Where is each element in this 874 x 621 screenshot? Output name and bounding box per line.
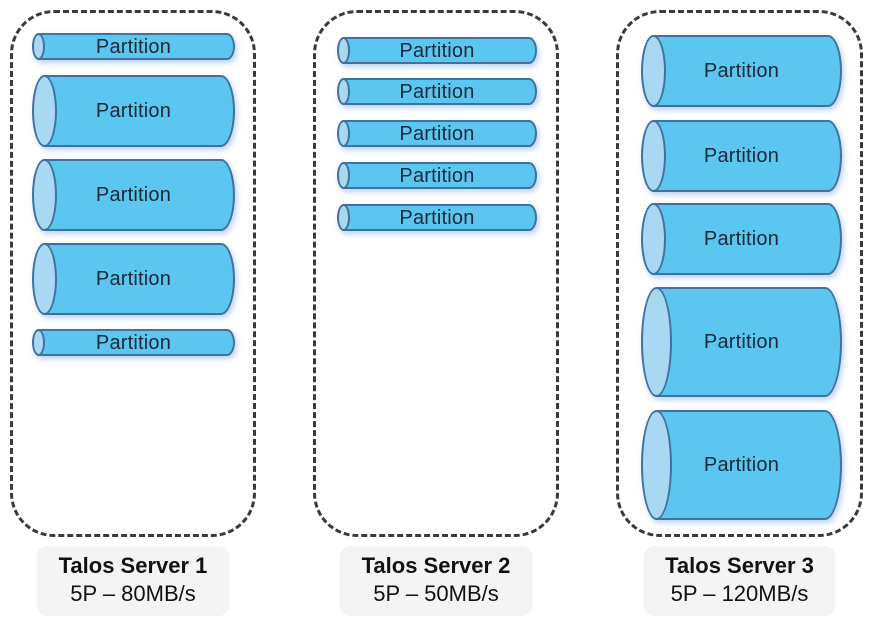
cylinder-cap-shape — [337, 204, 350, 231]
cylinder-body-shape — [44, 243, 235, 315]
cylinder-cap-shape — [337, 37, 350, 64]
partition-label: Partition — [703, 145, 780, 167]
server-name: Talos Server 3 — [665, 553, 814, 578]
cylinder-cap-shape — [337, 162, 350, 189]
cylinder-body-shape — [38, 33, 235, 60]
partition-cylinder: Partition — [337, 120, 537, 147]
cylinder-cap-shape — [337, 120, 350, 147]
server-3-boundary: Partition Partition Partition Partition — [616, 10, 863, 537]
cylinder-cap-shape — [641, 203, 666, 275]
server-2-label: Talos Server 2 5P – 50MB/s — [339, 546, 533, 616]
partition-label: Partition — [399, 80, 475, 103]
cylinder-body-shape — [343, 78, 537, 105]
cylinder-cap-shape — [32, 243, 57, 315]
cylinder-body-shape — [653, 203, 842, 275]
partition-cylinder: Partition — [32, 33, 235, 60]
partition-cylinder: Partition — [641, 410, 842, 520]
server-column-2: Partition Partition Partition Partition — [313, 0, 559, 621]
server-1-boundary: Partition Partition Partition Partition — [10, 10, 256, 537]
partition-cylinder: Partition — [337, 78, 537, 105]
partition-cylinder: Partition — [641, 120, 842, 192]
cylinder-cap-shape — [641, 410, 672, 520]
server-spec: 5P – 80MB/s — [70, 580, 196, 606]
partition-cylinder: Partition — [32, 75, 235, 147]
partition-label: Partition — [95, 331, 172, 354]
cylinder-body-shape — [656, 410, 842, 520]
partition-cylinder: Partition — [32, 243, 235, 315]
server-3-label: Talos Server 3 5P – 120MB/s — [643, 546, 836, 616]
partition-label: Partition — [399, 122, 475, 145]
cylinder-body-shape — [38, 329, 235, 356]
server-column-1: Partition Partition Partition Partition — [10, 0, 256, 621]
partition-label: Partition — [703, 60, 780, 82]
partition-label: Partition — [399, 206, 475, 229]
cylinder-body-shape — [656, 287, 842, 397]
partition-label: Partition — [703, 454, 780, 476]
cylinder-body-shape — [44, 75, 235, 147]
cylinder-body-shape — [343, 204, 537, 231]
partition-label: Partition — [95, 100, 172, 122]
partition-label: Partition — [95, 268, 172, 290]
partition-cylinder: Partition — [641, 203, 842, 275]
cylinder-body-shape — [343, 120, 537, 147]
server-column-3: Partition Partition Partition Partition — [616, 0, 863, 621]
cylinder-cap-shape — [32, 33, 45, 60]
cylinder-body-shape — [653, 35, 842, 107]
cylinder-cap-shape — [32, 75, 57, 147]
server-2-boundary: Partition Partition Partition Partition — [313, 10, 559, 537]
cylinder-body-shape — [653, 120, 842, 192]
partition-cylinder: Partition — [641, 287, 842, 397]
partition-label: Partition — [95, 35, 172, 58]
cylinder-cap-shape — [641, 35, 666, 107]
partition-label: Partition — [95, 184, 172, 206]
cylinder-body-shape — [44, 159, 235, 231]
cylinder-body-shape — [343, 37, 537, 64]
partition-cylinder: Partition — [32, 329, 235, 356]
cylinder-cap-shape — [337, 78, 350, 105]
partition-cylinder: Partition — [641, 35, 842, 107]
partition-cylinder: Partition — [32, 159, 235, 231]
cylinder-cap-shape — [641, 287, 672, 397]
server-1-label: Talos Server 1 5P – 80MB/s — [36, 546, 230, 616]
partition-cylinder: Partition — [337, 162, 537, 189]
partition-label: Partition — [399, 39, 475, 62]
server-name: Talos Server 1 — [58, 553, 208, 578]
cylinder-body-shape — [343, 162, 537, 189]
cylinder-cap-shape — [32, 159, 57, 231]
partition-label: Partition — [399, 164, 475, 187]
server-spec: 5P – 120MB/s — [670, 580, 809, 606]
cylinder-cap-shape — [32, 329, 45, 356]
cylinder-cap-shape — [641, 120, 666, 192]
partition-cylinder: Partition — [337, 37, 537, 64]
partition-label: Partition — [703, 331, 780, 353]
server-spec: 5P – 50MB/s — [373, 580, 499, 606]
partition-label: Partition — [703, 228, 780, 250]
partition-cylinder: Partition — [337, 204, 537, 231]
server-name: Talos Server 2 — [361, 553, 511, 578]
